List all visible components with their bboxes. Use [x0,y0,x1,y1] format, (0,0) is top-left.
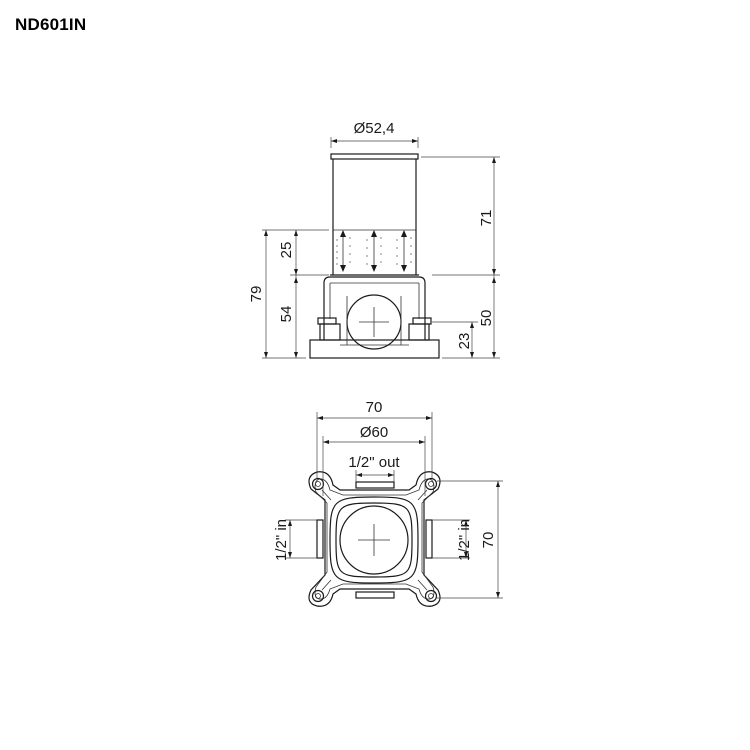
dim-diameter-60: Ø60 [360,424,388,441]
dim-outlet: 1/2" out [348,454,400,471]
cap-top [330,153,419,160]
dim-79: 79 [248,286,265,303]
central-bore [339,505,409,575]
right-foot-block [408,323,430,341]
dim-top-diameter: Ø52,4 [354,120,395,137]
body-block [323,276,426,340]
dim-25: 25 [278,242,295,259]
dim-71: 71 [478,210,495,227]
screw-hole-top-right [424,477,438,491]
left-tab [317,317,337,325]
top-view-dimensions: 70 Ø60 1/2" out 1/2" in [273,399,503,599]
dim-inlet-left: 1/2" in [273,519,290,561]
scale-markings [336,230,412,272]
left-inlet-boss [316,519,324,559]
dim-23: 23 [456,333,473,350]
front-view-dimensions: Ø52,4 71 50 23 25 [248,120,500,359]
product-code: ND601IN [15,15,87,34]
left-foot-block [319,323,341,341]
rear-boss [355,591,395,599]
right-inlet-boss [425,519,433,559]
base-flange [309,339,440,359]
inner-housing [335,502,413,578]
screw-hole-top-left [311,477,325,491]
outer-housing [329,496,419,584]
screw-hole-bottom-right [424,589,438,603]
top-view [308,471,441,607]
dim-50: 50 [478,310,495,327]
mounting-bracket [308,471,441,607]
dim-depth-70: 70 [480,532,497,549]
outlet-boss [355,481,395,489]
dim-54: 54 [278,306,295,323]
dim-inlet-right: 1/2" in [456,519,473,561]
dim-width-70: 70 [366,399,383,416]
right-tab [412,317,432,325]
screw-hole-bottom-left [311,589,325,603]
front-view [309,153,440,359]
